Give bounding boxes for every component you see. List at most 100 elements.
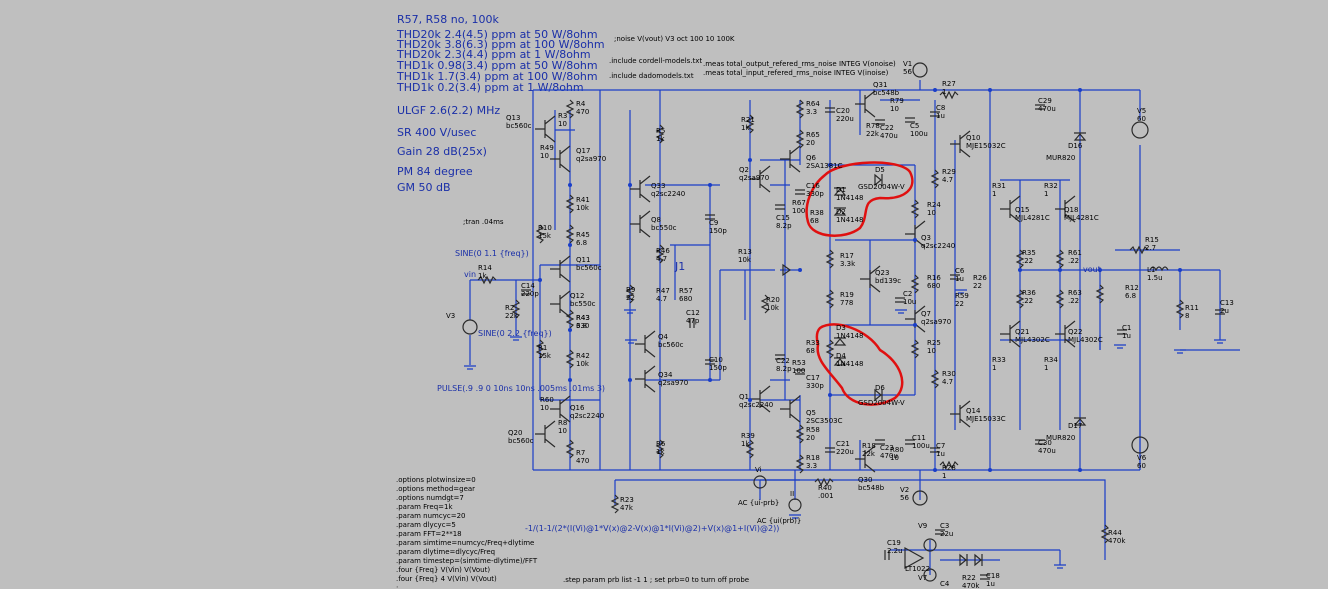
node-vout: vout [1083, 265, 1101, 274]
component-ref-r64: R64 [806, 100, 820, 108]
component-value-q16: q2sc2240 [570, 412, 604, 420]
directive-meas1: .meas total_output_refered_rms_noise INT… [703, 60, 896, 68]
component-value-q10: MJE15032C [966, 142, 1006, 150]
component-value-r35: .22 [1022, 257, 1033, 265]
component-ref-c10: C10 [709, 356, 723, 364]
component-ref-r22: R22 [962, 574, 976, 582]
component-ref-d16: D16 [1068, 142, 1083, 150]
directive-pulse: PULSE(.9 .9 0 10ns 10ns .005ms .01ms 3) [437, 384, 605, 393]
component-ref-r35: R35 [1022, 249, 1036, 257]
component-value-r61: .22 [1068, 257, 1079, 265]
component-value-q14: MJE15033C [966, 415, 1006, 423]
component-value-r80: 10 [890, 454, 899, 462]
component-ref-q34: Q34 [658, 371, 673, 379]
component-ref-c7: C7 [936, 442, 945, 450]
component-value-r12: 6.8 [1125, 292, 1136, 300]
label-mur-upper: MUR820 [1046, 154, 1075, 162]
option-line: .param FFT=2**18 [396, 530, 462, 538]
note-ulgf: ULGF 2.6(2.2) MHz [397, 104, 500, 117]
component-value-r25: 10 [927, 347, 936, 355]
component-value-r15: 2.7 [1145, 244, 1156, 252]
component-ref-r45: R45 [576, 231, 590, 239]
component-ref-r3: R3 [558, 112, 567, 120]
component-ref-r1: R1 [538, 344, 547, 352]
component-value-q3: q2sc2240 [921, 242, 955, 250]
component-ref-r11: R11 [1185, 304, 1199, 312]
component-value-r5: 1k [656, 135, 665, 143]
component-value-q11: bc560c [576, 264, 602, 272]
directive-include2: .include dadomodels.txt [609, 72, 694, 80]
component-value-v1: 56 [903, 68, 912, 76]
component-ref-c16: C16 [806, 182, 820, 190]
note-sr: SR 400 V/usec [397, 126, 476, 139]
component-value-r13: 10k [738, 256, 752, 264]
component-ref-r34: R34 [1044, 356, 1058, 364]
option-line: .param dlycyc=5 [396, 521, 456, 529]
component-value-c21: 220u [836, 448, 854, 456]
component-value-r47: 4.7 [656, 295, 667, 303]
note-gain: Gain 28 dB(25x) [397, 145, 487, 158]
note-thd-3: THD1k 0.98(3.4) ppm at 50 W/8ohm [396, 59, 598, 72]
component-value-q18: MJL4281C [1064, 214, 1099, 222]
option-line: .options numdgt=7 [396, 494, 464, 502]
component-value-r59: 22 [955, 300, 964, 308]
component-value-r34: 1 [1044, 364, 1048, 372]
component-value-r46: 4.7 [656, 255, 667, 263]
directive-noise: ;noise V(vout) V3 oct 100 10 100K [614, 35, 735, 43]
highlight-circle-lower [815, 323, 904, 406]
component-value-q12: bc550c [570, 300, 596, 308]
component-ref-d2: D2 [836, 208, 846, 216]
component-value-r42: 10k [576, 360, 590, 368]
component-ref-c3: C3 [940, 522, 949, 530]
component-ref-r5: R5 [656, 127, 665, 135]
component-ref-q11: Q11 [576, 256, 590, 264]
component-value-r33b: 1 [992, 364, 996, 372]
component-value-r27: 1 [942, 88, 946, 96]
component-ref-q30: Q30 [858, 476, 872, 484]
component-ref-q7: Q7 [921, 310, 931, 318]
directive-include1: .include cordell-models.txt [609, 57, 702, 65]
component-ref-v3: V3 [446, 312, 455, 320]
component-value-c2: 10u [903, 298, 916, 306]
component-ref-c22b: C22 [880, 124, 894, 132]
component-ref-r67: R67 [792, 199, 806, 207]
component-value-q5: 2SC3503C [806, 417, 843, 425]
junction-dots [538, 88, 1182, 472]
component-ref-c29: C29 [1038, 97, 1052, 105]
component-ref-r23: R23 [620, 496, 634, 504]
option-line: .param dlytime=dlycyc/Freq [396, 548, 495, 556]
component-ref-c1: C1 [1122, 324, 1131, 332]
note-thd-5: THD1k 0.2(3.4) ppm at 1 W/8ohm [396, 81, 584, 94]
component-value-r22: 470k [962, 582, 980, 589]
component-ref-q17: Q17 [576, 147, 590, 155]
component-value-d4: 1N4148 [836, 360, 864, 368]
component-ref-q10: Q10 [966, 134, 980, 142]
component-value-r2: 22k [505, 312, 519, 320]
note-pm: PM 84 degree [397, 165, 473, 178]
component-value-q23: bd139c [875, 277, 901, 285]
component-value-r78: 22k [866, 130, 880, 138]
component-value-q2: q2sa970 [739, 174, 769, 182]
component-ref-r25: R25 [927, 339, 941, 347]
component-ref-r8: R8 [558, 419, 567, 427]
option-line: .options method=gear [396, 485, 475, 493]
component-value-l1: 1.5u [1147, 274, 1163, 282]
component-value-r16: 680 [927, 282, 940, 290]
option-line: ; [396, 584, 398, 589]
component-ref-c22: C22 [776, 357, 790, 365]
component-value-r9: 22 [626, 294, 635, 302]
component-ref-r6: R6 [656, 440, 666, 448]
opamp-lt1022 [904, 546, 925, 570]
voltage-sources [462, 62, 1149, 582]
component-ref-c19: C19 [887, 539, 901, 547]
component-ref-v9: V9 [918, 522, 927, 530]
component-value-c8: 1u [936, 112, 945, 120]
component-value-q17: q2sa970 [576, 155, 606, 163]
component-value-r29: 4.7 [942, 176, 953, 184]
component-value-r33: 68 [806, 347, 815, 355]
component-value-r30: 4.7 [942, 378, 953, 386]
component-ref-q1: Q1 [739, 393, 749, 401]
component-value-r41: 10k [576, 204, 590, 212]
component-value-q13: bc560c [506, 122, 532, 130]
